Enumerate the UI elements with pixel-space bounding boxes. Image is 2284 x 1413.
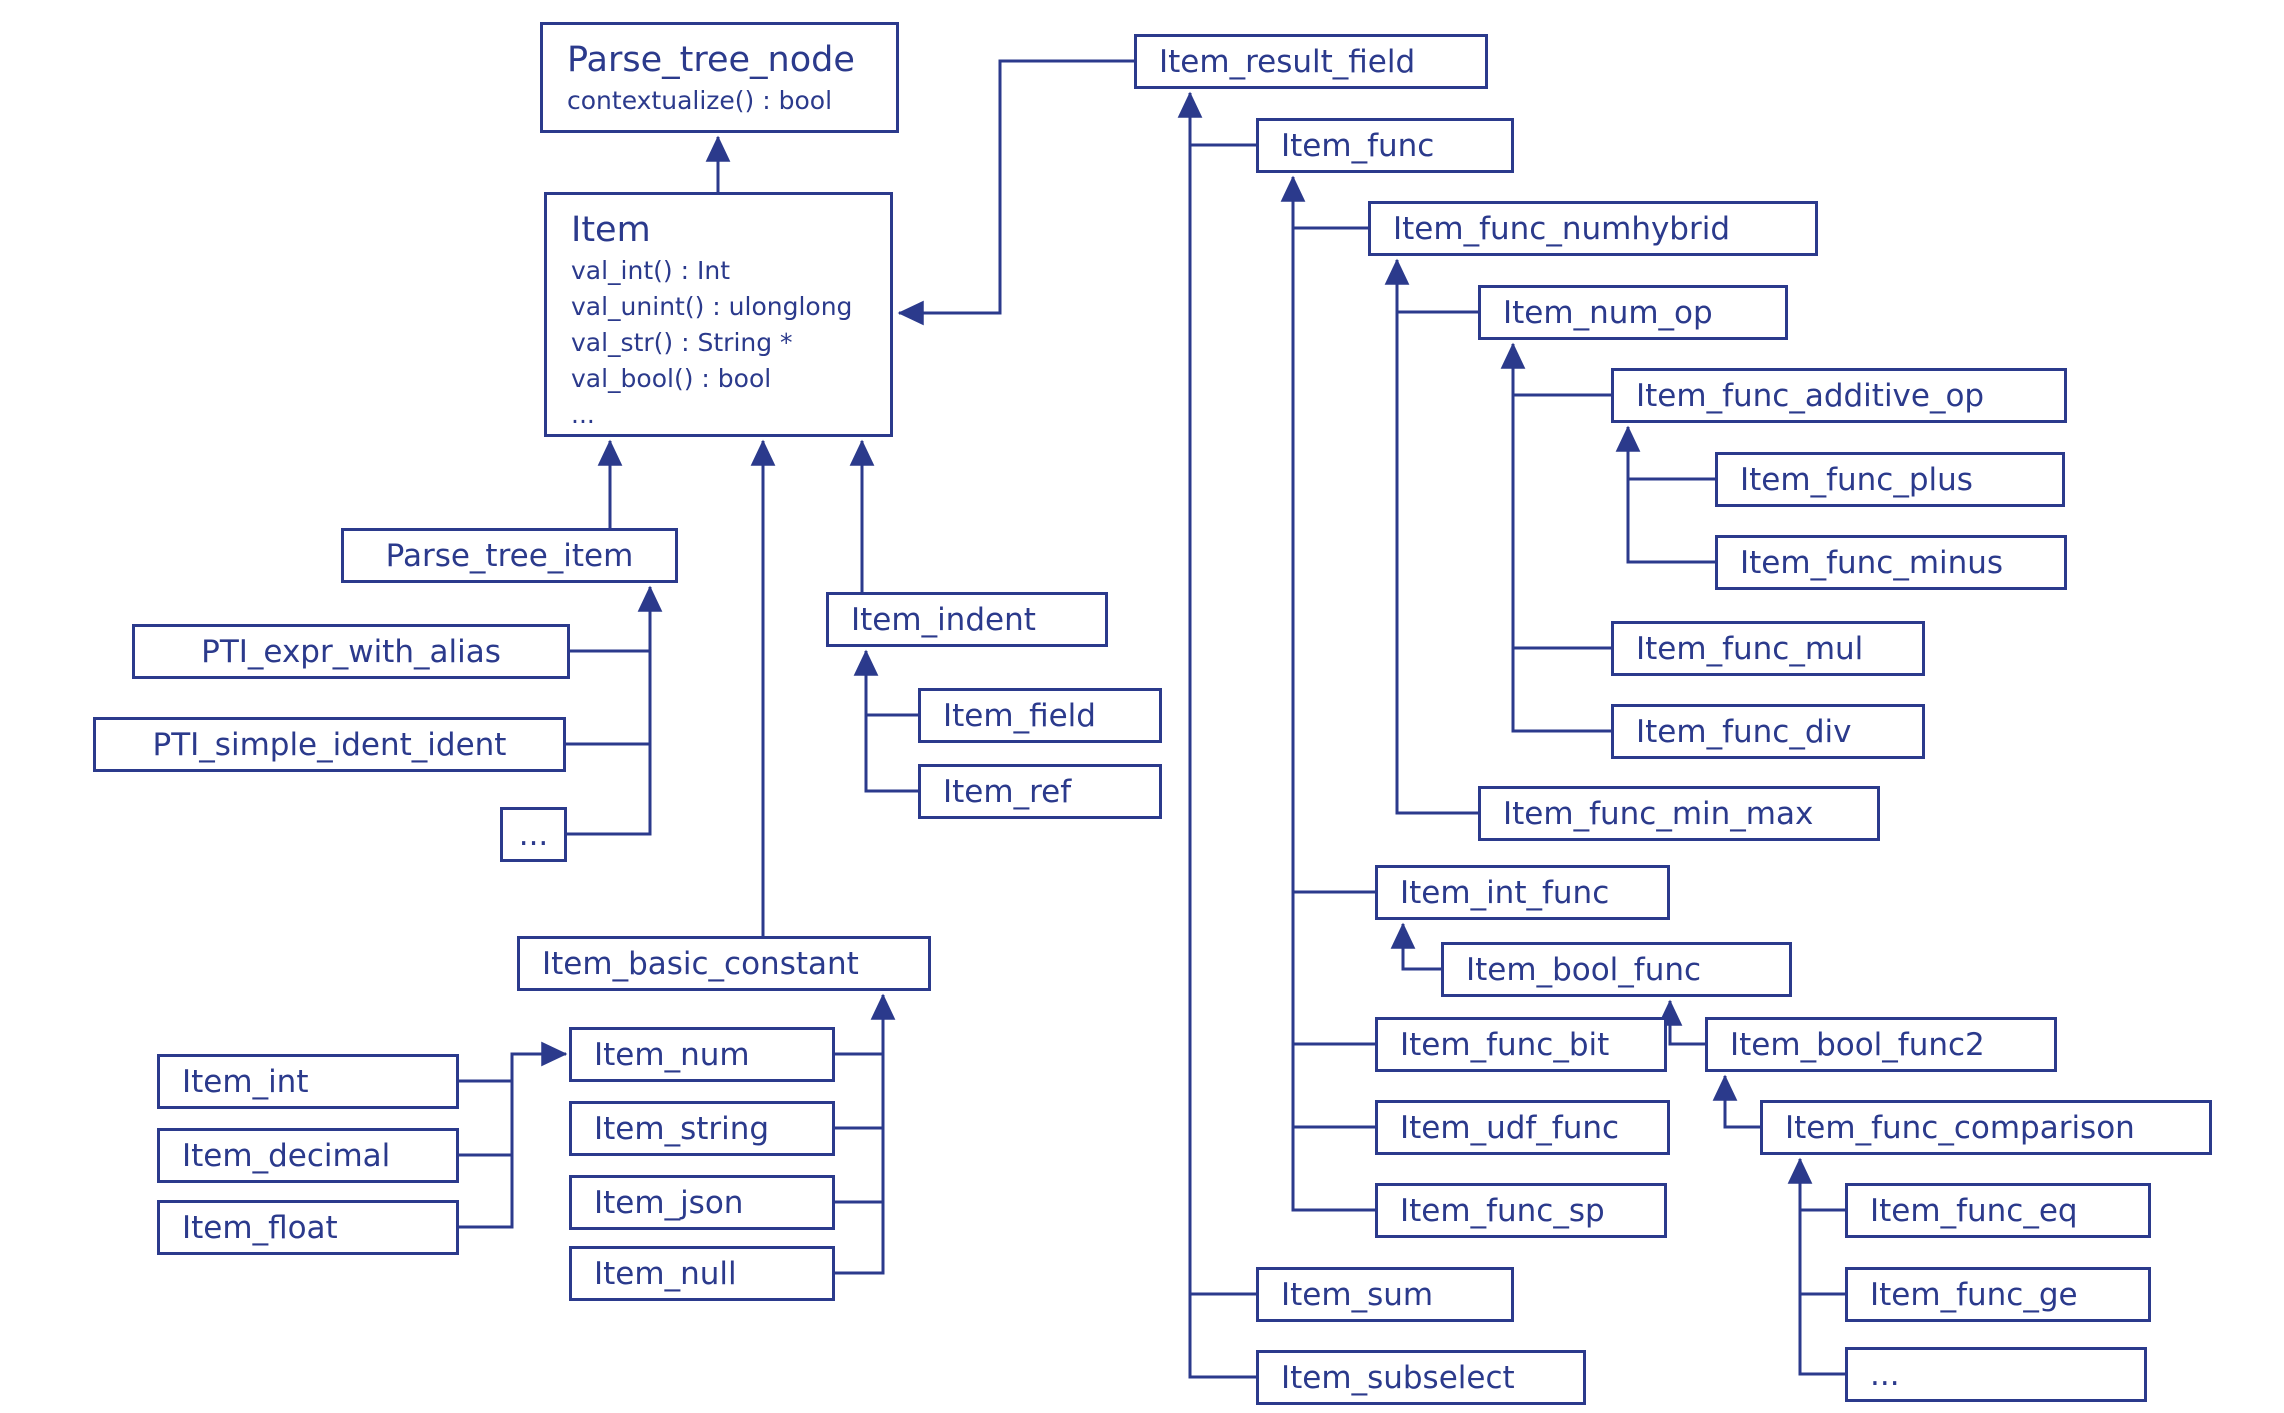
class-box-item-func-comparison: Item_func_comparison: [1760, 1100, 2212, 1155]
class-box-item-func-ge: Item_func_ge: [1845, 1267, 2151, 1322]
class-box-pti-simple-ident-ident: PTI_simple_ident_ident: [93, 717, 566, 772]
class-box-item: Item val_int() : Int val_unint() : ulong…: [544, 192, 893, 437]
class-box-item-sum: Item_sum: [1256, 1267, 1514, 1322]
class-box-item-udf-func: Item_udf_func: [1375, 1100, 1670, 1155]
class-name: Item_int_func: [1400, 874, 1610, 911]
class-member: val_bool() : bool: [571, 364, 772, 393]
class-name: Item_basic_constant: [542, 945, 859, 982]
class-name: Item_subselect: [1281, 1359, 1515, 1396]
class-name: Item_func: [1281, 127, 1435, 164]
class-name: Item_ref: [943, 773, 1072, 810]
class-box-item-func-mul: Item_func_mul: [1611, 621, 1925, 676]
class-name: Item_func_div: [1636, 713, 1852, 750]
class-name: Item_func_comparison: [1785, 1109, 2135, 1146]
class-name: PTI_expr_with_alias: [201, 633, 501, 670]
class-box-parse-tree-item: Parse_tree_item: [341, 528, 678, 583]
class-box-pti-more: ...: [500, 807, 567, 862]
class-box-item-func-min-max: Item_func_min_max: [1478, 786, 1880, 841]
class-box-item-func-bit: Item_func_bit: [1375, 1017, 1667, 1072]
class-box-item-result-field: Item_result_field: [1134, 34, 1488, 89]
class-box-item-json: Item_json: [569, 1175, 835, 1230]
class-box-item-basic-constant: Item_basic_constant: [517, 936, 931, 991]
class-box-parse-tree-node: Parse_tree_node contextualize() : bool: [540, 22, 899, 133]
edge-group-to-item-func-numhybrid: [1384, 258, 1478, 815]
class-box-item-ref: Item_ref: [918, 764, 1162, 819]
class-name: Parse_tree_item: [385, 537, 634, 574]
class-box-item-field: Item_field: [918, 688, 1162, 743]
class-name: Item_decimal: [182, 1137, 391, 1174]
class-member: val_int() : Int: [571, 256, 730, 285]
class-box-pti-expr-with-alias: PTI_expr_with_alias: [132, 624, 570, 679]
class-box-item-func-div: Item_func_div: [1611, 704, 1925, 759]
class-name: Item_num: [594, 1036, 750, 1073]
class-box-item-func: Item_func: [1256, 118, 1514, 173]
class-name: Item_func_min_max: [1503, 795, 1814, 832]
class-name: Item_func_eq: [1870, 1192, 2078, 1229]
class-box-item-indent: Item_indent: [826, 592, 1108, 647]
class-name: Item_func_mul: [1636, 630, 1864, 667]
class-name: ...: [518, 816, 549, 853]
edge-item-bool-func-to-item-int-func: [1390, 922, 1441, 971]
class-box-item-func-additive-op: Item_func_additive_op: [1611, 368, 2067, 423]
class-box-item-subselect: Item_subselect: [1256, 1350, 1586, 1405]
class-name: Parse_tree_node: [567, 40, 855, 80]
class-name: Item_sum: [1281, 1276, 1434, 1313]
edge-item-bool-func2-to-item-bool-func: [1657, 999, 1705, 1046]
class-name: PTI_simple_ident_ident: [152, 726, 507, 763]
class-box-item-null: Item_null: [569, 1246, 835, 1301]
class-name: Item_string: [594, 1110, 770, 1147]
class-box-item-decimal: Item_decimal: [157, 1128, 459, 1183]
edge-ref-group-to-item-indent: [853, 649, 918, 793]
class-name: Item: [571, 210, 651, 250]
edge-pti-group-to-parse-tree-item: [567, 585, 663, 836]
class-name: Item_func_numhybrid: [1393, 210, 1731, 247]
class-name: Item_bool_func2: [1730, 1026, 1985, 1063]
edge-group-to-item-func-additive-op: [1615, 425, 1715, 564]
class-box-item-int-func: Item_int_func: [1375, 865, 1670, 920]
class-name: Item_indent: [851, 601, 1036, 638]
edge-num-group-to-item-num: [459, 1041, 568, 1229]
class-name: Item_udf_func: [1400, 1109, 1620, 1146]
class-box-item-num-op: Item_num_op: [1478, 285, 1788, 340]
edge-item-func-comparison-to-item-bool-func2: [1712, 1074, 1760, 1129]
class-member: ...: [571, 400, 595, 429]
class-name: Item_num_op: [1503, 294, 1713, 331]
class-box-item-string: Item_string: [569, 1101, 835, 1156]
edge-item-result-field-to-item: [897, 59, 1134, 326]
class-box-item-int: Item_int: [157, 1054, 459, 1109]
class-member: val_unint() : ulonglong: [571, 292, 853, 321]
class-name: Item_int: [182, 1063, 309, 1100]
class-name: Item_json: [594, 1184, 744, 1221]
class-name: Item_func_sp: [1400, 1192, 1605, 1229]
class-box-item-func-more: ...: [1845, 1347, 2147, 1402]
class-box-item-num: Item_num: [569, 1027, 835, 1082]
class-name: Item_result_field: [1159, 43, 1416, 80]
class-box-item-func-numhybrid: Item_func_numhybrid: [1368, 201, 1818, 256]
edge-group-to-item-result-field: [1177, 91, 1256, 1379]
class-name: Item_func_minus: [1740, 544, 2004, 581]
edge-group-to-item-func-comparison: [1787, 1157, 1845, 1376]
edge-group-to-item-num-op: [1500, 342, 1611, 733]
class-name: Item_bool_func: [1466, 951, 1702, 988]
class-name: Item_null: [594, 1255, 737, 1292]
class-name: Item_func_bit: [1400, 1026, 1610, 1063]
class-name: Item_float: [182, 1209, 338, 1246]
class-member: contextualize() : bool: [567, 86, 833, 115]
class-box-item-func-eq: Item_func_eq: [1845, 1183, 2151, 1238]
edge-const-group-to-item-basic-constant: [835, 993, 896, 1275]
class-name: Item_field: [943, 697, 1096, 734]
class-box-item-bool-func2: Item_bool_func2: [1705, 1017, 2057, 1072]
class-name: ...: [1870, 1356, 1900, 1393]
class-box-item-func-minus: Item_func_minus: [1715, 535, 2067, 590]
class-name: Item_func_ge: [1870, 1276, 2078, 1313]
class-box-item-func-sp: Item_func_sp: [1375, 1183, 1667, 1238]
class-box-item-func-plus: Item_func_plus: [1715, 452, 2065, 507]
class-box-item-float: Item_float: [157, 1200, 459, 1255]
edge-group-to-item-func: [1280, 175, 1375, 1212]
class-member: val_str() : String *: [571, 328, 793, 357]
class-name: Item_func_plus: [1740, 461, 1973, 498]
class-box-item-bool-func: Item_bool_func: [1441, 942, 1792, 997]
class-name: Item_func_additive_op: [1636, 377, 1985, 414]
